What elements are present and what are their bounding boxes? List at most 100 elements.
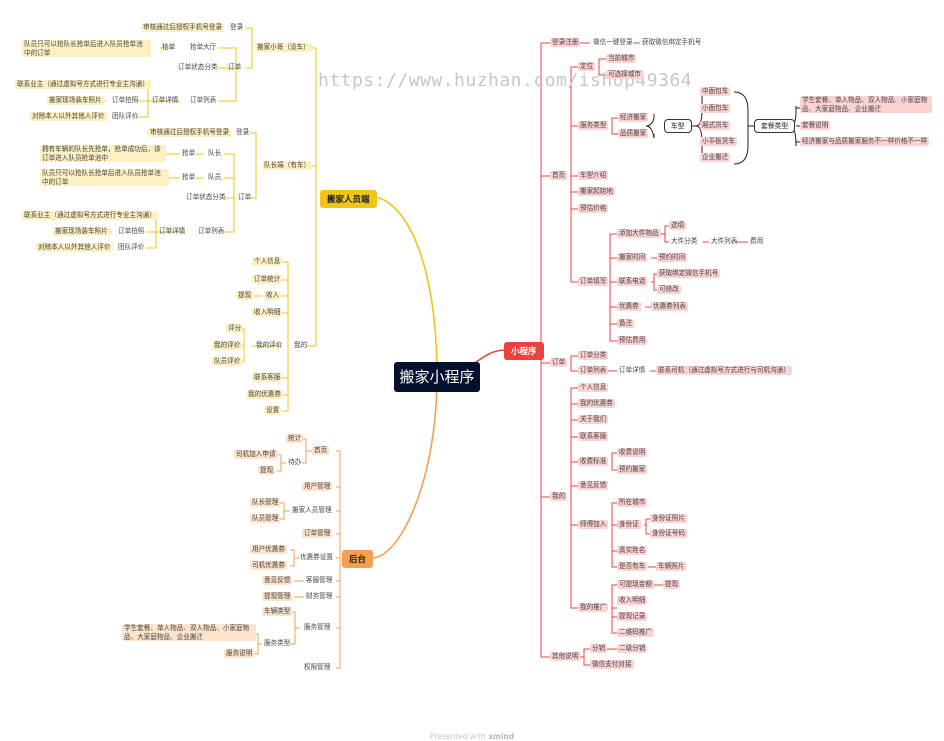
mover-lead-eval-note[interactable]: 对除本人以外其他人评价 bbox=[36, 243, 113, 252]
admin-withdraw-mgmt[interactable]: 提现管理 bbox=[262, 592, 293, 601]
mover-lead-photo-note[interactable]: 搬家现场装车照片 bbox=[53, 227, 110, 236]
mini-id-photo[interactable]: 身份证照片 bbox=[650, 514, 687, 523]
mover-me-stats[interactable]: 订单统计 bbox=[252, 275, 283, 284]
mover-me-income-detail[interactable]: 收入明细 bbox=[252, 308, 283, 317]
admin-user-coupon[interactable]: 用户优惠券 bbox=[250, 545, 287, 554]
mover-me-income[interactable]: 收入 bbox=[264, 291, 282, 300]
mini-withdraw[interactable]: 提现 bbox=[663, 580, 681, 589]
mini-join-city[interactable]: 所在城市 bbox=[617, 498, 648, 507]
mini-income-detail[interactable]: 收入明细 bbox=[617, 596, 648, 605]
mini-car-type[interactable]: 车型 bbox=[664, 119, 692, 133]
mini-car-1[interactable]: 小面包车 bbox=[700, 104, 731, 113]
admin-home[interactable]: 首页 bbox=[312, 446, 330, 455]
mover-lead-grab1-note[interactable]: 拥有车辆的队长先抢单，抢单成功后，该订单进入队员抢单池中 bbox=[40, 145, 166, 162]
mini-locate-current[interactable]: 当前城市 bbox=[606, 54, 637, 63]
mini-order-detail[interactable]: 订单详情 bbox=[619, 366, 646, 374]
mini-est-price[interactable]: 预估价格 bbox=[578, 204, 609, 213]
mini-real-name[interactable]: 真实姓名 bbox=[617, 546, 648, 555]
mini-service-type[interactable]: 服务类型 bbox=[578, 121, 609, 130]
mover-solo-contact[interactable]: 联系业主（通过虚拟号方式进行专业主沟通） bbox=[15, 80, 151, 89]
admin-coupon-set[interactable]: 优惠券设置 bbox=[300, 553, 333, 561]
mover-lead-eval[interactable]: 团队评价 bbox=[118, 243, 145, 251]
mover-lead-grab1-role[interactable]: 队长 bbox=[208, 149, 222, 157]
mover-me-info[interactable]: 个人信息 bbox=[252, 257, 283, 266]
mover-lead-photo[interactable]: 订单拍照 bbox=[118, 227, 145, 235]
mini-pkg-list[interactable]: 学生套餐、单人物品、双人物品、小家庭物品、大家庭物品、企业搬迁 bbox=[800, 96, 932, 113]
mini-car-photo[interactable]: 车辆照片 bbox=[656, 562, 687, 571]
mover-me-service[interactable]: 联系客服 bbox=[252, 373, 283, 382]
mini-est-fee[interactable]: 预估费用 bbox=[617, 336, 648, 345]
mini-id-number[interactable]: 身份证号码 bbox=[650, 529, 687, 538]
root-topic[interactable]: 搬家小程序 bbox=[394, 362, 480, 392]
mini-order-list[interactable]: 订单列表 bbox=[578, 366, 609, 375]
mover-me-coupon[interactable]: 我的优惠券 bbox=[246, 390, 283, 399]
mini-order[interactable]: 订单 bbox=[550, 358, 568, 367]
mini-locate[interactable]: 定位 bbox=[578, 62, 596, 71]
admin-stats[interactable]: 统计 bbox=[286, 434, 304, 443]
mini-me-coupon[interactable]: 我的优惠券 bbox=[578, 399, 615, 408]
admin-mover-mgmt[interactable]: 搬家人员管理 bbox=[292, 506, 332, 514]
mover-lead-grab1[interactable]: 抢单 bbox=[182, 149, 196, 157]
mover-lead-grab2-role[interactable]: 队员 bbox=[208, 173, 222, 181]
mover-solo-grab[interactable]: 抢单 bbox=[162, 43, 176, 51]
mover-solo-grab-note[interactable]: 队员只可以抢队长抢单后进入队员抢单池中的订单 bbox=[22, 40, 151, 57]
mini-car-0[interactable]: 中面包车 bbox=[700, 87, 731, 96]
mover-solo-order[interactable]: 订单 bbox=[228, 63, 242, 71]
mini-coupon[interactable]: 优惠券 bbox=[617, 302, 641, 311]
mover-solo-detail[interactable]: 订单详情 bbox=[152, 96, 179, 104]
admin-perm[interactable]: 权限管理 bbox=[304, 663, 331, 671]
mini-quality-move[interactable]: 品质搬家 bbox=[618, 129, 649, 138]
admin-cs-mgmt[interactable]: 客服管理 bbox=[306, 576, 333, 584]
mini-me[interactable]: 我的 bbox=[550, 492, 568, 501]
mini-other[interactable]: 其他说明 bbox=[550, 652, 581, 661]
mini-add-large[interactable]: 添加大件物品 bbox=[617, 229, 661, 238]
mini-has-car[interactable]: 是否有车 bbox=[617, 562, 648, 571]
admin-service-list[interactable]: 学生套餐、单人物品、双人物品、小家庭物品、大家庭物品、企业搬迁 bbox=[122, 624, 256, 641]
mover-solo[interactable]: 搬家小哥（没车） bbox=[255, 43, 312, 52]
admin-feedback[interactable]: 意见反馈 bbox=[262, 576, 293, 585]
mover-lead-login[interactable]: 登录 bbox=[236, 128, 250, 136]
mover-me-eval-team[interactable]: 队员评价 bbox=[212, 357, 243, 366]
mover-solo-photo-note[interactable]: 搬家现场装车照片 bbox=[47, 96, 104, 105]
mover-lead-grab2[interactable]: 抢单 bbox=[182, 173, 196, 181]
admin-service-type[interactable]: 服务类型 bbox=[264, 639, 291, 647]
admin-lead-mgmt[interactable]: 队长管理 bbox=[250, 498, 281, 507]
mover-me-eval-mine[interactable]: 我的评价 bbox=[212, 341, 243, 350]
mover-solo-grab-hall[interactable]: 抢单大厅 bbox=[190, 43, 217, 51]
mover-solo-photo[interactable]: 订单拍照 bbox=[112, 96, 139, 104]
mini-pkg-desc[interactable]: 套餐说明 bbox=[800, 121, 831, 130]
hub-mini-program[interactable]: 小程序 bbox=[504, 342, 544, 360]
mini-order-cat[interactable]: 订单分类 bbox=[578, 351, 609, 360]
hub-mover[interactable]: 搬家人员端 bbox=[320, 190, 377, 208]
mini-car-4[interactable]: 企业搬迁 bbox=[700, 153, 731, 162]
mini-large-list[interactable]: 大件列表 bbox=[711, 237, 738, 245]
admin-order-mgmt[interactable]: 订单管理 bbox=[302, 529, 333, 538]
mini-login[interactable]: 登录注册 bbox=[550, 38, 581, 47]
admin-user-mgmt[interactable]: 用户管理 bbox=[302, 482, 333, 491]
admin-todo[interactable]: 待办 bbox=[288, 458, 302, 466]
mini-about[interactable]: 关于我们 bbox=[578, 415, 609, 424]
mini-distrib[interactable]: 分销 bbox=[590, 644, 608, 653]
mover-lead-contact[interactable]: 联系业主（通过虚拟号方式进行专业主沟通） bbox=[22, 211, 158, 220]
mini-remark[interactable]: 备注 bbox=[617, 319, 635, 328]
mini-select[interactable]: 选填 bbox=[669, 221, 687, 230]
mini-fee-std[interactable]: 收费标准 bbox=[578, 457, 609, 466]
mini-join[interactable]: 师傅加入 bbox=[578, 520, 609, 529]
mover-me-eval[interactable]: 我的评价 bbox=[256, 341, 283, 349]
mini-me-info[interactable]: 个人信息 bbox=[578, 383, 609, 392]
mover-solo-status[interactable]: 订单状态分类 bbox=[178, 63, 218, 71]
mini-car-2[interactable]: 厢式货车 bbox=[700, 121, 731, 130]
mini-locate-select[interactable]: 可选择城市 bbox=[606, 70, 643, 79]
mini-login-phone[interactable]: 获取微信绑定手机号 bbox=[642, 38, 702, 46]
mover-lead-grab2-note[interactable]: 队员只可以抢队长抢单后进入队员抢单池中的订单 bbox=[40, 169, 169, 186]
mover-lead[interactable]: 队长端（有车） bbox=[262, 161, 313, 170]
mini-book-move[interactable]: 预约搬家 bbox=[617, 465, 648, 474]
admin-withdraw[interactable]: 提现 bbox=[258, 466, 276, 475]
mover-me-eval-score[interactable]: 评分 bbox=[226, 324, 244, 333]
mini-pkg-type[interactable]: 套餐类型 bbox=[754, 119, 796, 133]
mover-lead-detail[interactable]: 订单详情 bbox=[159, 227, 186, 235]
admin-service-desc[interactable]: 服务说明 bbox=[224, 649, 255, 658]
mini-car-intro[interactable]: 车型介绍 bbox=[578, 171, 609, 180]
mini-contact-driver[interactable]: 联系司机（通过虚拟号方式进行与司机沟通） bbox=[656, 366, 792, 375]
mover-solo-login[interactable]: 登录 bbox=[230, 23, 244, 31]
